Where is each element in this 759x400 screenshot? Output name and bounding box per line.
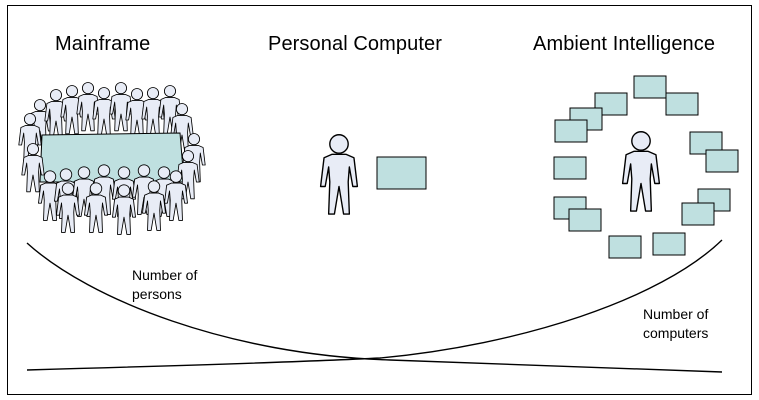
ambient-person-figure [621,131,661,212]
heading-personal-computer: Personal Computer [268,33,443,55]
pc-person-figure [319,134,359,215]
computers-label-line1: Number of [643,306,709,322]
persons-label-line2: persons [132,286,182,302]
mainframe-crowd [18,82,206,235]
computers-curve [26,239,723,371]
pc-screen [376,156,427,190]
computers-curve-label: Number of computers [643,305,708,343]
persons-curve [26,242,723,373]
persons-curve-label: Number of persons [132,266,197,304]
computers-label-line2: computers [643,325,709,341]
persons-label-line1: Number of [132,267,198,283]
heading-mainframe: Mainframe [55,33,151,55]
heading-ambient-intelligence: Ambient Intelligence [533,33,716,55]
